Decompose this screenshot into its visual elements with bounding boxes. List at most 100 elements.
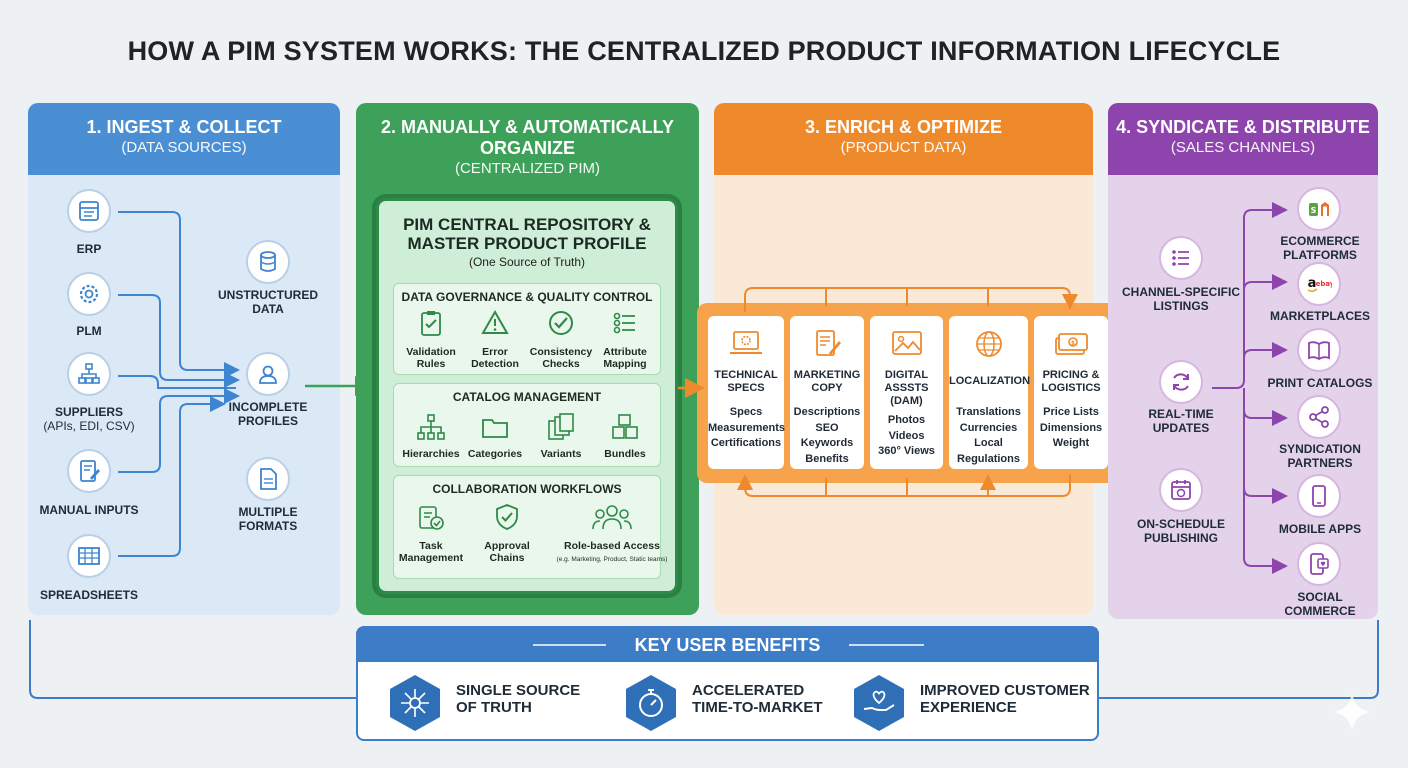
organize-header: 2. MANUALLY & AUTOMATICALLY ORGANIZE (CE… (356, 103, 699, 195)
card-title-localization: LOCALIZATION (949, 375, 1031, 387)
enrich-header: 3. ENRICH & OPTIMIZE (PRODUCT DATA) (714, 103, 1093, 175)
collaboration-title: COLLABORATION WORKFLOWS (432, 482, 622, 496)
benefits-panel: KEY USER BENEFITS (356, 626, 1099, 741)
sparkle-icon (1332, 692, 1372, 732)
clipboard-check-icon (421, 311, 441, 336)
enrich-subtitle: (PRODUCT DATA) (840, 139, 967, 156)
book-icon (1297, 328, 1341, 372)
task-clipboard-icon (419, 506, 444, 530)
collab-label-role-access: Role-based Access (564, 540, 660, 552)
catalog-label-variants: Variants (540, 448, 582, 460)
cash-icon: $ (1055, 333, 1088, 355)
bundle-boxes-icon (612, 414, 638, 439)
pim-title: PIM CENTRAL REPOSITORY &MASTER PRODUCT P… (403, 215, 651, 253)
ingest-subtitle: (DATA SOURCES) (121, 139, 247, 156)
source-label-erp: ERP (76, 242, 102, 256)
pim-central-repository: PIM CENTRAL REPOSITORY &MASTER PRODUCT P… (376, 198, 678, 594)
catalog-label-hierarchies: Hierarchies (402, 448, 460, 460)
catalog-title: CATALOG MANAGEMENT (452, 390, 602, 404)
enrich-title: 3. ENRICH & OPTIMIZE (804, 117, 1002, 137)
source-label-suppliers: SUPPLIERS (54, 405, 123, 419)
gear-icon (67, 272, 111, 316)
marketplace-logos-icon: aebay (1297, 262, 1341, 306)
governance-title: DATA GOVERNANCE & QUALITY CONTROL (401, 290, 653, 304)
source-label-manual: MANUAL INPUTS (39, 503, 139, 517)
collab-note: (e.g. Marketing, Product, Static teams) (556, 556, 668, 563)
channel-label-print: PRINT CATALOGS (1267, 376, 1373, 390)
source-label-plm: PLM (76, 324, 102, 338)
image-icon (891, 331, 922, 355)
syndicate-subtitle: (SALES CHANNELS) (1170, 139, 1316, 156)
svg-text:$: $ (1071, 340, 1075, 347)
channel-label-mobile: MOBILE APPS (1278, 522, 1362, 536)
governance-box: DATA GOVERNANCE & QUALITY CONTROL Valida… (393, 283, 661, 375)
source-label-suppliers-detail: (APIs, EDI, CSV) (43, 419, 135, 433)
list-icon (1159, 236, 1203, 280)
user-profile-icon (246, 352, 290, 396)
organize-subtitle: (CENTRALIZED PIM) (454, 160, 600, 177)
warning-icon (481, 309, 509, 334)
file-icon (246, 457, 290, 501)
variants-icon (548, 413, 574, 440)
team-icon (592, 505, 632, 530)
list-mapping-icon (613, 312, 635, 334)
pim-subtitle: (One Source of Truth) (468, 255, 586, 269)
benefits-title: KEY USER BENEFITS (634, 635, 821, 655)
svg-text:ebay: ebay (1316, 280, 1332, 288)
benefits-header-rules (533, 644, 924, 646)
share-icon (1297, 395, 1341, 439)
card-title-pricing: PRICING &LOGISTICS (1041, 369, 1101, 394)
hierarchy-icon (67, 352, 111, 396)
erp-icon (67, 189, 111, 233)
shield-check-icon (496, 504, 518, 530)
spreadsheet-icon (67, 534, 111, 578)
channel-label-marketplaces: MARKETPLACES (1269, 309, 1370, 323)
document-pen-icon (816, 330, 841, 356)
check-circle-icon (549, 311, 573, 335)
globe-icon (975, 331, 1002, 357)
svg-text:S: S (1311, 206, 1317, 215)
hierarchy-icon (417, 414, 445, 440)
folder-icon (482, 419, 508, 438)
heart-hand-icon (854, 675, 904, 731)
database-icon (246, 240, 290, 284)
ecommerce-logos-icon: S (1297, 187, 1341, 231)
catalog-label-categories: Categories (467, 448, 523, 460)
source-label-spreadsheets: SPREADSHEETS (39, 588, 139, 602)
calendar-clock-icon (1159, 468, 1203, 512)
laptop-gear-icon (730, 331, 762, 354)
syndicate-header: 4. SYNDICATE & DISTRIBUTE (SALES CHANNEL… (1108, 103, 1378, 175)
svg-text:a: a (1308, 276, 1317, 291)
